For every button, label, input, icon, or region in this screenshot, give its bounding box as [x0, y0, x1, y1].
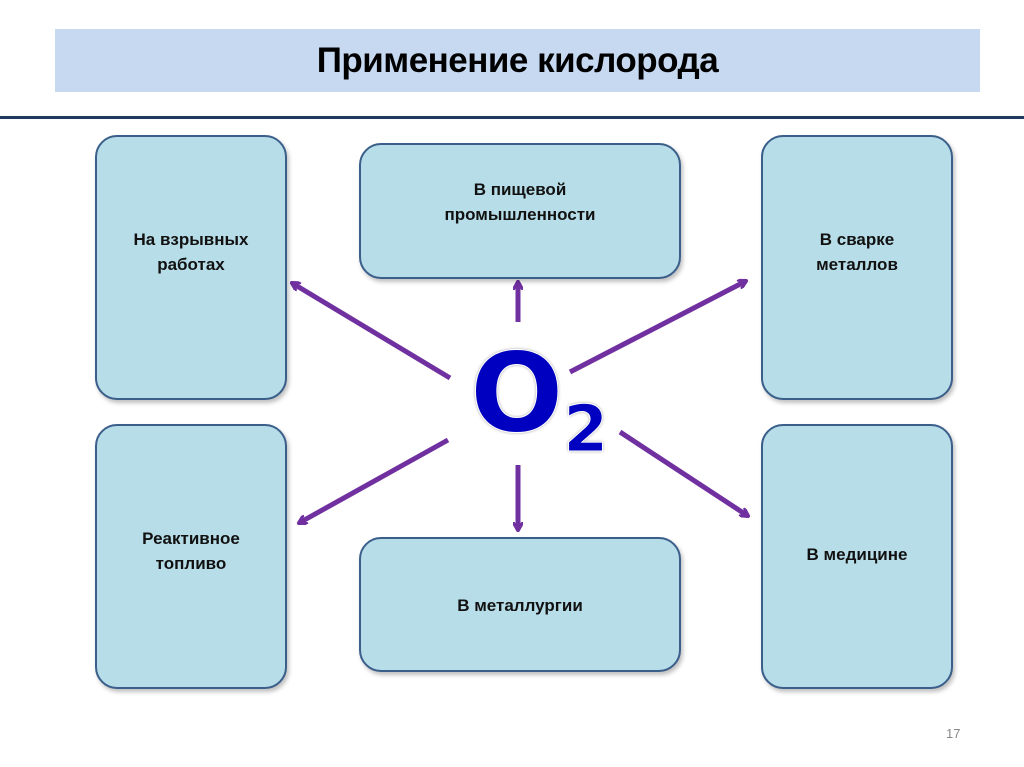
- slide-title: Применение кислорода: [316, 40, 719, 80]
- oxygen-subscript: 2: [563, 393, 609, 468]
- box-label: На взрывных работах: [133, 229, 249, 274]
- box-label: Реактивное топливо: [142, 528, 240, 573]
- box-jet-fuel: Реактивное топливо: [95, 424, 287, 689]
- oxygen-symbol: O: [470, 329, 565, 457]
- arrow-to-jet-fuel: [299, 437, 450, 526]
- box-food: В пищевой промышленности: [359, 143, 681, 279]
- box-welding: В сварке металлов: [761, 135, 953, 400]
- box-label: В медицине: [806, 545, 908, 565]
- arrow-to-medicine: [618, 429, 748, 516]
- box-label: В металлургии: [457, 596, 583, 616]
- arrow-to-explosive: [292, 280, 452, 381]
- title-band: Применение кислорода: [55, 29, 980, 92]
- arrow-to-welding: [568, 281, 746, 375]
- divider: [0, 116, 1024, 119]
- box-label: В сварке металлов: [816, 229, 898, 274]
- box-explosive: На взрывных работах: [95, 135, 287, 400]
- box-metallurgy: В металлургии: [359, 537, 681, 672]
- oxygen-formula: O2: [470, 338, 609, 468]
- box-medicine: В медицине: [761, 424, 953, 689]
- box-label: В пищевой промышленности: [444, 180, 596, 224]
- page-number: 17: [946, 726, 961, 741]
